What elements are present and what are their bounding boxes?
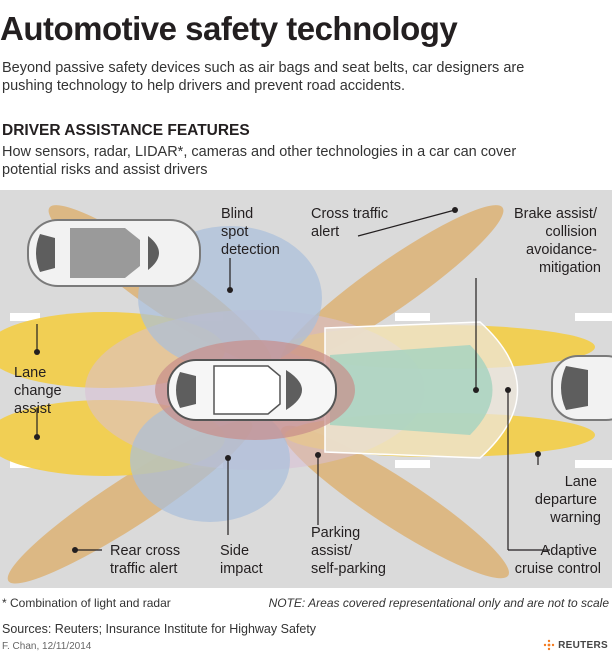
leader-dots [34,207,541,553]
reuters-logo-icon [543,639,555,651]
label-adaptive-cruise: Adaptive cruise control [515,543,601,577]
label-lane-departure: Lane departure warning [535,474,601,526]
car-center [167,359,337,421]
section-description: How sensors, radar, LIDAR*, cameras and … [2,144,517,178]
driver-assistance-diagram: Blind spot detection Cross traffic alert… [0,190,612,588]
footnote: * Combination of light and radar [2,596,171,610]
page-title: Automotive safety technology [0,10,458,47]
zone-brake-assist [330,345,493,435]
label-side-impact: Side impact [220,543,263,577]
sources: Sources: Reuters; Insurance Institute fo… [2,622,317,636]
brand-name: REUTERS [558,639,608,651]
callout-labels: Blind spot detection Cross traffic alert… [14,206,601,577]
label-parking: Parking assist/ self-parking [311,525,386,577]
car-right [551,355,612,421]
label-blind-spot: Blind spot detection [221,206,280,258]
label-brake-assist: Brake assist/ collision avoidance- mitig… [514,206,601,276]
car-top-left [27,219,201,287]
scale-note: NOTE: Areas covered representational onl… [268,596,609,610]
leader-lines [36,209,550,551]
label-rear-cross: Rear cross traffic alert [110,543,184,577]
label-lane-change: Lane change assist [14,365,66,417]
section-heading: DRIVER ASSISTANCE FEATURES [2,122,250,139]
zone-cross-traffic-rear-right [281,425,509,579]
label-cross-traffic: Cross traffic alert [311,206,392,240]
intro-text: Beyond passive safety devices such as ai… [2,60,525,94]
brand-logo: REUTERS [543,639,608,651]
credit: F. Chan, 12/11/2014 [2,641,92,652]
